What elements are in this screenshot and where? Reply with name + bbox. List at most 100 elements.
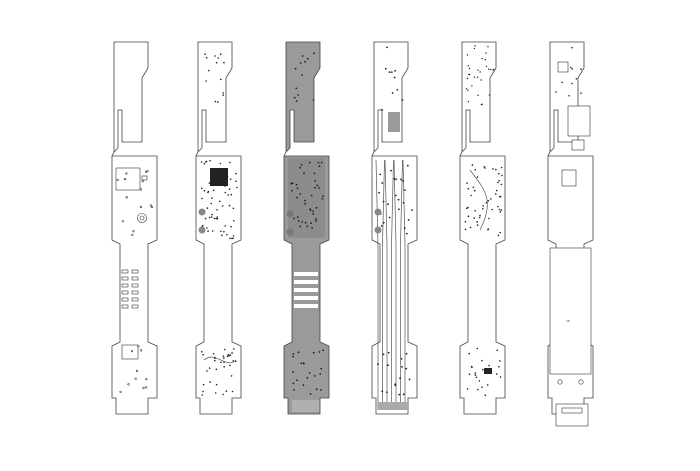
pad — [205, 56, 208, 59]
pad — [216, 216, 219, 218]
via — [393, 76, 396, 79]
pad — [232, 235, 235, 237]
via — [311, 226, 313, 229]
pad — [210, 202, 212, 205]
via — [401, 366, 403, 368]
via — [377, 363, 379, 366]
via — [301, 221, 303, 223]
edge-contact — [378, 402, 408, 410]
via — [403, 227, 406, 230]
pad — [235, 172, 237, 175]
pad-outline — [127, 383, 130, 386]
pad — [207, 190, 210, 193]
via — [292, 355, 294, 358]
pad — [492, 168, 494, 170]
via — [310, 222, 312, 225]
pad — [226, 234, 228, 236]
pad — [500, 209, 503, 211]
via — [292, 353, 295, 355]
via — [300, 164, 303, 166]
via — [387, 364, 389, 367]
header-pin — [131, 269, 139, 274]
pcb-layer-top-copper — [283, 41, 330, 415]
via — [396, 89, 399, 91]
pad-outline — [132, 230, 135, 233]
via — [310, 194, 313, 197]
trace — [384, 159, 388, 410]
via — [292, 371, 294, 373]
ic-pad — [210, 168, 228, 186]
via — [411, 209, 413, 212]
pad — [476, 176, 479, 178]
via — [398, 393, 401, 396]
pad — [220, 78, 222, 81]
pad — [495, 189, 498, 192]
pad-outline — [135, 369, 139, 373]
via — [313, 375, 316, 377]
board-outline — [371, 41, 418, 415]
pad-outline — [134, 377, 137, 380]
pad-outline — [116, 178, 119, 181]
pcb-layer-outline — [111, 41, 158, 415]
pad — [215, 61, 218, 64]
pad — [209, 159, 211, 162]
pad — [467, 215, 470, 217]
pcb-layer-bottom-copper — [459, 41, 506, 415]
pad — [481, 359, 483, 362]
pad — [208, 182, 211, 184]
component — [557, 61, 569, 73]
pad — [231, 352, 233, 354]
via — [388, 71, 391, 73]
mount-hole — [286, 210, 294, 218]
shield-can — [549, 247, 592, 375]
pad — [211, 213, 213, 216]
pad-outline — [123, 178, 127, 181]
via — [309, 209, 312, 212]
pad — [230, 225, 232, 228]
board-label: 10 — [566, 319, 570, 323]
pad — [482, 205, 485, 207]
pad — [473, 47, 476, 50]
pad — [470, 194, 472, 197]
trace — [382, 159, 385, 410]
pad — [474, 210, 476, 212]
board-outline — [459, 41, 506, 415]
via — [379, 173, 382, 176]
via — [386, 391, 388, 394]
pad — [501, 174, 503, 177]
via — [306, 57, 309, 60]
pad — [224, 225, 227, 227]
pad — [212, 189, 215, 191]
via — [312, 351, 315, 354]
pad — [500, 166, 503, 169]
via — [296, 196, 298, 199]
pad — [223, 348, 226, 351]
pad-outline — [149, 204, 153, 207]
pad — [225, 390, 228, 392]
pad — [219, 200, 221, 203]
pad — [201, 197, 203, 200]
via — [405, 232, 408, 235]
pad — [216, 209, 218, 211]
pad — [482, 208, 484, 210]
via — [408, 378, 411, 381]
pad — [477, 388, 479, 391]
ic-pad — [484, 368, 492, 374]
pad — [571, 82, 573, 85]
via — [299, 225, 302, 228]
pad — [222, 92, 224, 94]
pad — [204, 217, 207, 220]
via — [293, 217, 295, 220]
via — [387, 203, 389, 206]
pad — [214, 359, 216, 362]
pad — [473, 217, 476, 219]
mount-hole — [198, 226, 206, 234]
pad — [201, 350, 203, 353]
pad — [471, 164, 474, 166]
via — [407, 219, 410, 221]
via — [299, 193, 301, 195]
board-outline — [283, 41, 330, 415]
pad — [496, 349, 499, 352]
trace — [402, 159, 406, 410]
